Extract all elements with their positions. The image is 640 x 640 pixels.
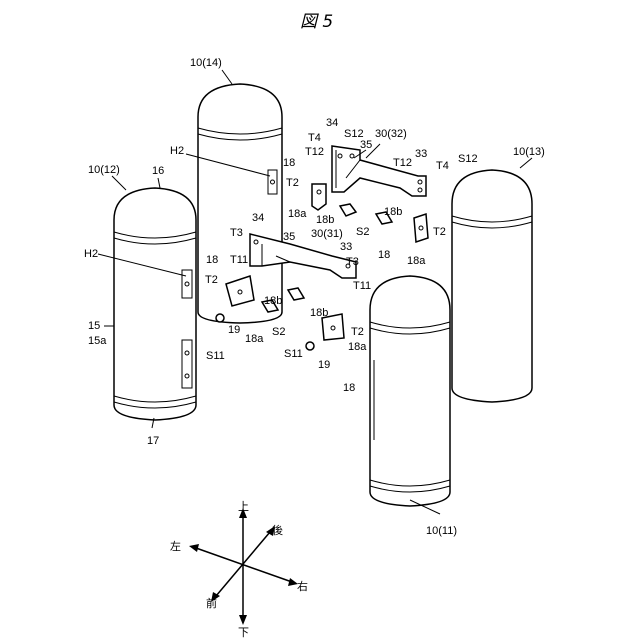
label-18-b: 18 <box>206 254 218 266</box>
label-18-a: 18 <box>283 157 295 169</box>
label-t3-right: T3 <box>346 256 359 268</box>
label-t11-left: T11 <box>230 254 248 266</box>
direction-up-label: 上 <box>238 500 249 513</box>
label-18-d: 18 <box>343 382 355 394</box>
label-h2-upper: H2 <box>170 145 184 157</box>
label-s11-b: S11 <box>284 348 303 360</box>
label-34-top: 34 <box>326 117 338 129</box>
label-15a: 15a <box>88 335 107 347</box>
label-s12-right: S12 <box>458 153 478 165</box>
label-18b-a: 18b <box>316 214 334 226</box>
label-t4-left: T4 <box>308 132 321 144</box>
label-16: 16 <box>152 165 164 177</box>
label-17: 17 <box>147 435 159 447</box>
label-35-top: 35 <box>360 139 372 151</box>
label-tank-13: 10(13) <box>513 146 545 158</box>
label-34-mid: 34 <box>252 212 264 224</box>
label-19-b: 19 <box>318 359 330 371</box>
label-18a-c: 18a <box>407 255 426 267</box>
figure-title: 図 5 <box>300 12 333 32</box>
label-18-c: 18 <box>378 249 390 261</box>
direction-left-label: 左 <box>170 540 181 553</box>
label-18a-a: 18a <box>288 208 307 220</box>
label-t2-b: T2 <box>205 274 218 286</box>
label-t2-a: T2 <box>286 177 299 189</box>
label-h2-lower: H2 <box>84 248 98 260</box>
direction-down-label: 下 <box>238 626 249 639</box>
label-t2-c: T2 <box>433 226 446 238</box>
label-18b-c: 18b <box>384 206 402 218</box>
tank-12 <box>114 188 196 420</box>
label-33-top: 33 <box>415 148 427 160</box>
direction-back-label: 後 <box>272 523 283 537</box>
label-35-mid: 35 <box>283 231 295 243</box>
label-s2-a: S2 <box>356 226 369 238</box>
tank-11 <box>370 276 450 506</box>
label-s2-b: S2 <box>272 326 285 338</box>
tank-13 <box>452 170 532 402</box>
label-s12-left: S12 <box>344 128 364 140</box>
direction-right-label: 右 <box>297 579 308 593</box>
direction-front-label: 前 <box>206 596 217 610</box>
label-tank-14: 10(14) <box>190 57 222 69</box>
label-t12-left: T12 <box>305 146 324 158</box>
label-18b-b: 18b <box>264 295 282 307</box>
label-18a-d: 18a <box>348 341 367 353</box>
label-15: 15 <box>88 320 100 332</box>
label-t12-right: T12 <box>393 157 412 169</box>
label-s11-a: S11 <box>206 350 225 362</box>
label-18a-b: 18a <box>245 333 264 345</box>
label-t4-right: T4 <box>436 160 449 172</box>
label-30-32: 30(32) <box>375 128 407 140</box>
label-t2-d: T2 <box>351 326 364 338</box>
label-33-mid: 33 <box>340 241 352 253</box>
label-t11-right: T11 <box>353 280 371 292</box>
label-18b-d: 18b <box>310 307 328 319</box>
label-tank-12: 10(12) <box>88 164 120 176</box>
label-30-31: 30(31) <box>311 228 343 240</box>
label-tank-11: 10(11) <box>426 525 457 537</box>
label-t3-left: T3 <box>230 227 243 239</box>
label-19-a: 19 <box>228 324 240 336</box>
